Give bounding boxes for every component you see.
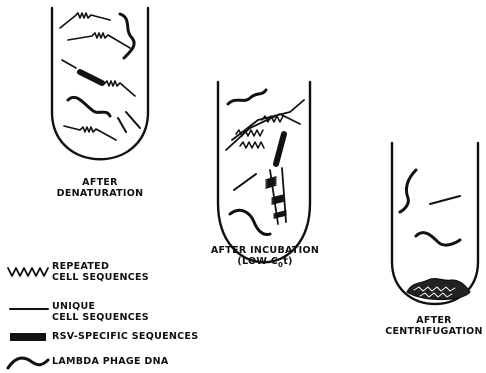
tube-2-zigzag-strand — [266, 177, 276, 188]
tube-3-pellet — [407, 279, 470, 300]
tube-1-caption: AFTER DENATURATION — [40, 178, 160, 199]
legend-repeated-label: REPEATED CELL SEQUENCES — [52, 262, 149, 283]
tube-1-unique-strand — [118, 118, 126, 132]
tube-3 — [392, 143, 478, 304]
tube-1-unique-strand — [126, 112, 140, 128]
tube-1 — [52, 8, 148, 159]
tube-2-caption-line-2: (LOW C0t) — [200, 257, 330, 270]
tube-2-caption-line-2a: (LOW C — [237, 256, 278, 267]
tube-1-zigzag-strand — [60, 13, 110, 28]
tube-2-caption-line-2b: t) — [283, 256, 292, 267]
legend-lambda-line-1: LAMBDA PHAGE DNA — [52, 357, 169, 368]
legend-unique-line-2: CELL SEQUENCES — [52, 313, 149, 324]
tube-1-wavy-strand — [68, 97, 110, 116]
legend-rsv-line-1: RSV-SPECIFIC SEQUENCES — [52, 332, 198, 343]
legend-zigzag-icon — [8, 268, 48, 276]
tube-3-unique-strand — [430, 196, 460, 204]
legend-repeated-line-1: REPEATED — [52, 262, 149, 273]
tube-1-zigzag-strand — [62, 60, 76, 68]
tube-2-unique-strand — [234, 174, 256, 190]
tube-1-caption-line-2: DENATURATION — [40, 189, 160, 200]
tube-3-caption-line-1: AFTER — [384, 316, 484, 327]
legend-lambda-label: LAMBDA PHAGE DNA — [52, 357, 169, 368]
tube-1-wavy-strand — [120, 14, 134, 58]
tube-2-rsv-bar — [276, 134, 284, 164]
legend-repeated-line-2: CELL SEQUENCES — [52, 273, 149, 284]
tube-2-wavy-strand — [230, 210, 270, 234]
tube-2-wavy-strand — [228, 90, 266, 104]
tube-2 — [218, 82, 310, 262]
tube-2-zigzag-strand — [236, 130, 263, 136]
tube-3-caption-line-2: CENTRIFUGATION — [384, 327, 484, 338]
tube-1-caption-line-1: AFTER — [40, 178, 160, 189]
tube-2-zigzag-strand — [240, 142, 264, 148]
legend-wavy-icon — [8, 358, 48, 368]
tube-3-wavy-strand — [416, 233, 460, 245]
tube-3-caption: AFTER CENTRIFUGATION — [384, 316, 484, 337]
tube-1-rsv-bar — [80, 72, 102, 83]
legend-unique-line-1: UNIQUE — [52, 302, 149, 313]
tube-1-zigzag-strand — [64, 126, 116, 140]
tube-3-wavy-strand — [400, 170, 416, 212]
tube-1-zigzag-strand — [68, 33, 130, 48]
legend-unique-label: UNIQUE CELL SEQUENCES — [52, 302, 149, 323]
tube-2-caption: AFTER INCUBATION (LOW C0t) — [200, 246, 330, 270]
tube-1-zigzag-strand — [104, 81, 135, 96]
legend-rsv-label: RSV-SPECIFIC SEQUENCES — [52, 332, 198, 343]
